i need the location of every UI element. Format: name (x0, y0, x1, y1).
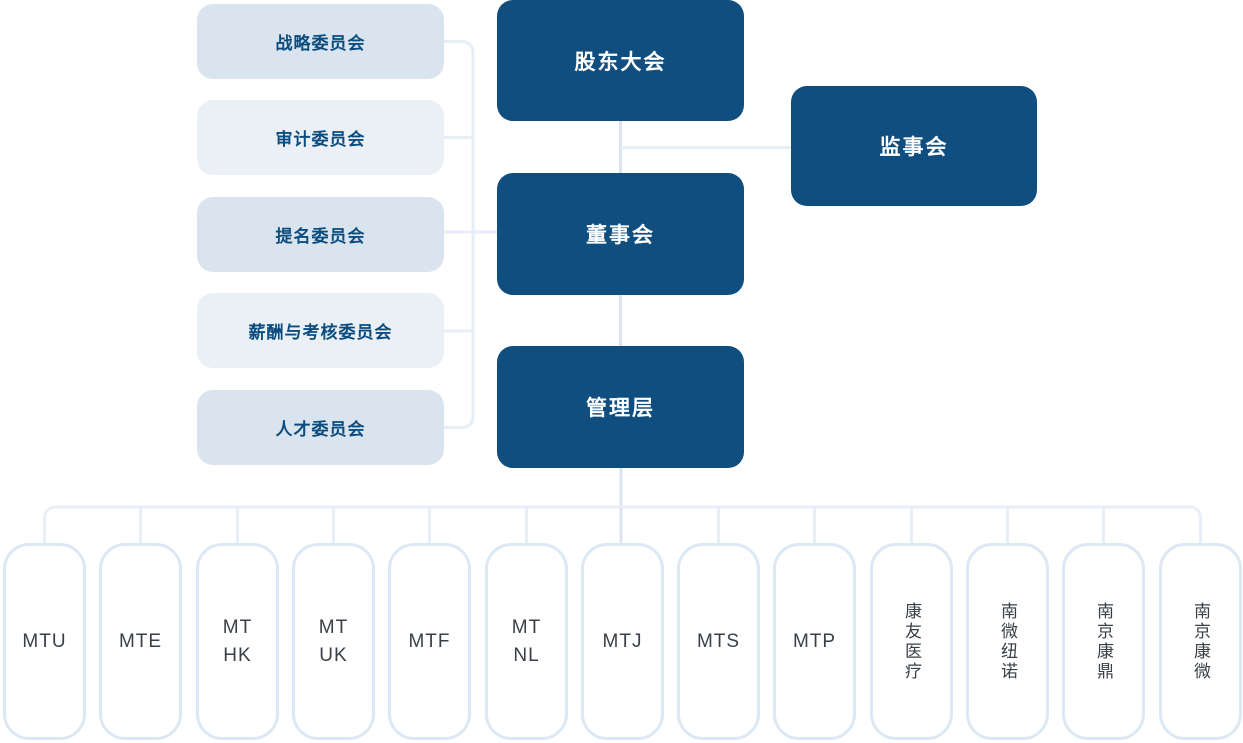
committee-box-nomination: 提名委员会 (197, 197, 444, 272)
org-box-supervisory: 监事会 (791, 86, 1037, 206)
committee-bracket-line (444, 40, 475, 429)
org-box-board: 董事会 (497, 173, 744, 295)
subsidiary-box-nanjing-kangwei: 南京康微 (1159, 543, 1242, 740)
subsidiary-box-nanwei-niunuo: 南微纽诺 (966, 543, 1049, 740)
org-box-management: 管理层 (497, 346, 744, 468)
subsidiary-box-mtu: MTU (3, 543, 86, 740)
subsidiary-rail-line (43, 505, 1202, 543)
committee-box-strategy: 战略委员会 (197, 4, 444, 79)
subsidiary-box-nanjing-kangding: 南京康鼎 (1062, 543, 1145, 740)
subsidiary-box-mte: MTE (99, 543, 182, 740)
subsidiary-box-mtp: MTP (773, 543, 856, 740)
subsidiary-box-mts: MTS (677, 543, 760, 740)
subsidiary-box-mtf: MTF (388, 543, 471, 740)
subsidiary-box-mtuk: MT UK (292, 543, 375, 740)
committee-box-talent: 人才委员会 (197, 390, 444, 465)
subsidiary-box-mtj: MTJ (581, 543, 664, 740)
org-box-shareholders: 股东大会 (497, 0, 744, 121)
subsidiary-box-mthk: MT HK (196, 543, 279, 740)
subsidiary-box-mtnl: MT NL (485, 543, 568, 740)
committee-box-audit: 审计委员会 (197, 100, 444, 175)
subsidiary-box-kangyou: 康友医疗 (870, 543, 953, 740)
committee-box-remuneration: 薪酬与考核委员会 (197, 293, 444, 368)
